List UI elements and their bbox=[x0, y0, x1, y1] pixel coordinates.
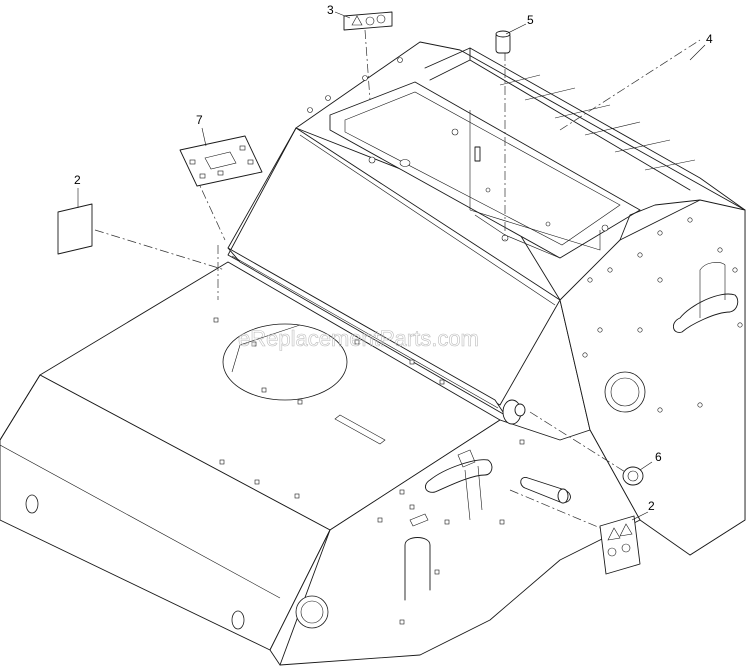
callouts: 2 2 3 4 5 6 7 bbox=[74, 3, 713, 513]
callout-6: 6 bbox=[655, 450, 662, 464]
part-7-decal bbox=[179, 135, 263, 187]
callout-3: 3 bbox=[327, 3, 334, 17]
part-3-decal bbox=[343, 11, 393, 31]
callout-7: 7 bbox=[196, 113, 203, 127]
assembly-lines bbox=[94, 29, 701, 531]
callout-2-left: 2 bbox=[74, 173, 81, 187]
front-housing bbox=[0, 261, 641, 666]
part-2-decal-right bbox=[599, 515, 641, 575]
callout-2-right: 2 bbox=[648, 499, 655, 513]
part-5-cap bbox=[495, 30, 511, 54]
leader-lines bbox=[77, 11, 706, 521]
shaft-assembly bbox=[502, 399, 571, 504]
callout-5: 5 bbox=[527, 13, 534, 27]
part-6-bushing bbox=[622, 466, 644, 486]
part-2-decal-left bbox=[57, 203, 93, 255]
rear-housing bbox=[295, 41, 746, 556]
watermark: eReplacementParts.com bbox=[238, 326, 479, 351]
callout-4: 4 bbox=[706, 32, 713, 46]
